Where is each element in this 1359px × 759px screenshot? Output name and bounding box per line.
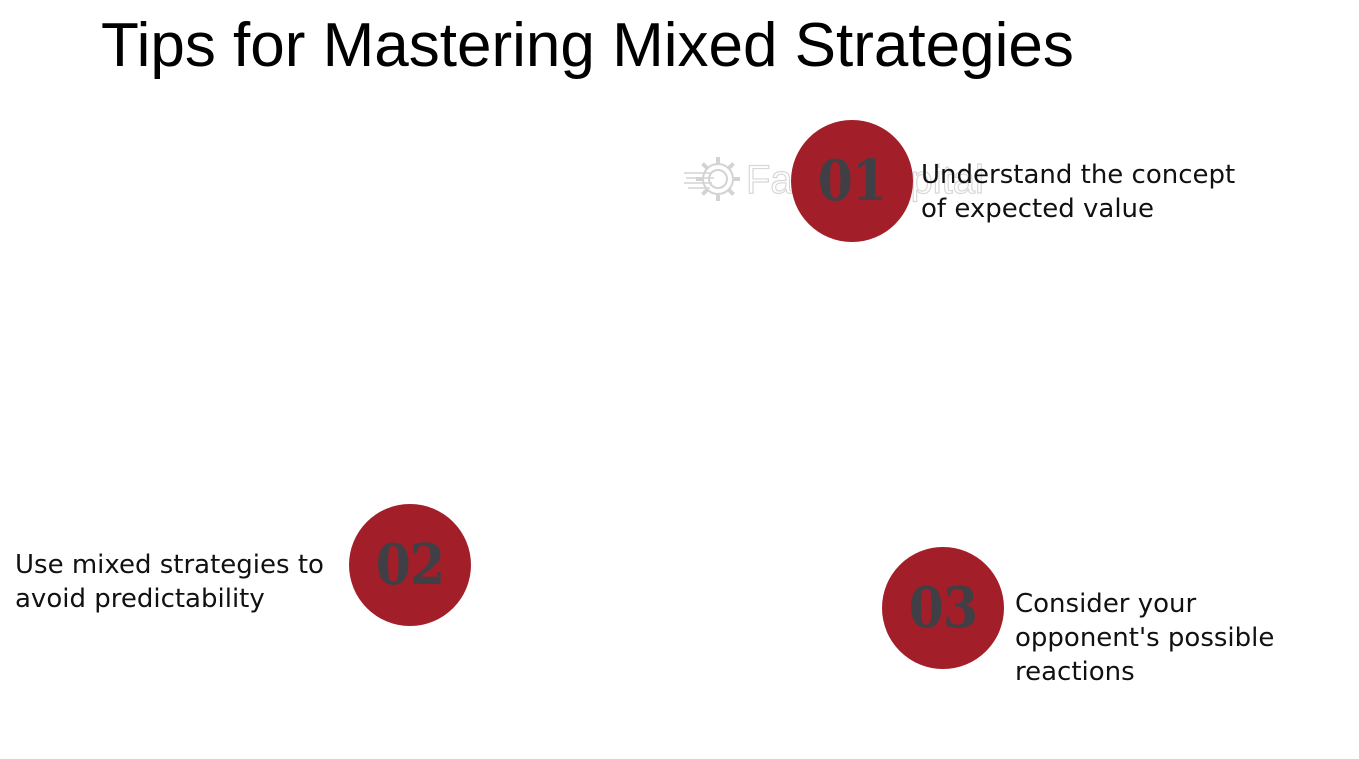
page-title: Tips for Mastering Mixed Strategies	[101, 11, 1074, 80]
tip-2-number: 02	[375, 532, 445, 598]
tip-1-text: Understand the concept of expected value	[921, 158, 1235, 226]
tip-1-line-2: of expected value	[921, 194, 1155, 224]
gear-logo-icon	[684, 157, 740, 201]
tip-3-line-1: Consider your	[1015, 589, 1197, 619]
tip-1-number: 01	[817, 148, 887, 214]
tip-2-badge: 02	[349, 504, 471, 626]
tip-3-line-2: opponent's possible	[1015, 623, 1275, 653]
tip-3-line-3: reactions	[1015, 657, 1135, 687]
tip-1-badge: 01	[791, 120, 913, 242]
tip-2-line-1: Use mixed strategies to	[15, 550, 324, 580]
tip-3-badge: 03	[882, 547, 1004, 669]
tip-3-text: Consider your opponent's possible reacti…	[1015, 587, 1274, 689]
tip-1-line-1: Understand the concept	[921, 160, 1236, 190]
tip-2-line-2: avoid predictability	[15, 584, 265, 614]
tip-3-number: 03	[908, 575, 978, 641]
tip-2-text: Use mixed strategies to avoid predictabi…	[15, 548, 324, 616]
